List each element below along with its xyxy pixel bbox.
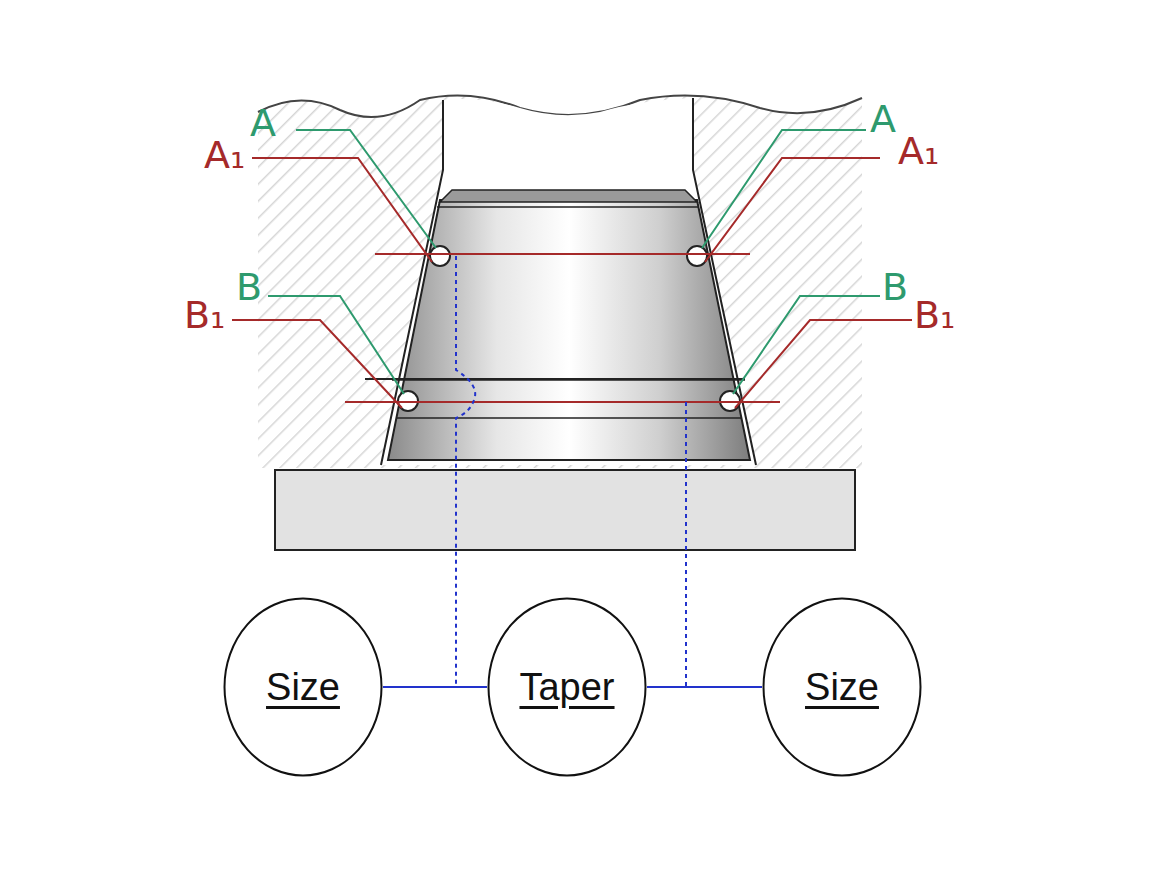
section-label: A₁ — [204, 136, 245, 174]
section-label: A — [870, 100, 896, 138]
section-label: A₁ — [898, 132, 939, 170]
connector-line — [647, 686, 762, 688]
node-label: Size — [805, 666, 879, 709]
measure-circle: Size — [762, 597, 922, 777]
measure-circle: Size — [223, 597, 383, 777]
measure-circle: Taper — [487, 597, 647, 777]
section-label: A — [250, 104, 276, 142]
section-label: B — [882, 268, 908, 306]
node-label: Size — [266, 666, 340, 709]
connector-line — [383, 686, 487, 688]
section-label: B₁ — [184, 296, 225, 334]
node-label: Taper — [519, 666, 614, 709]
section-label: B₁ — [914, 296, 955, 334]
section-label: B — [236, 268, 262, 306]
